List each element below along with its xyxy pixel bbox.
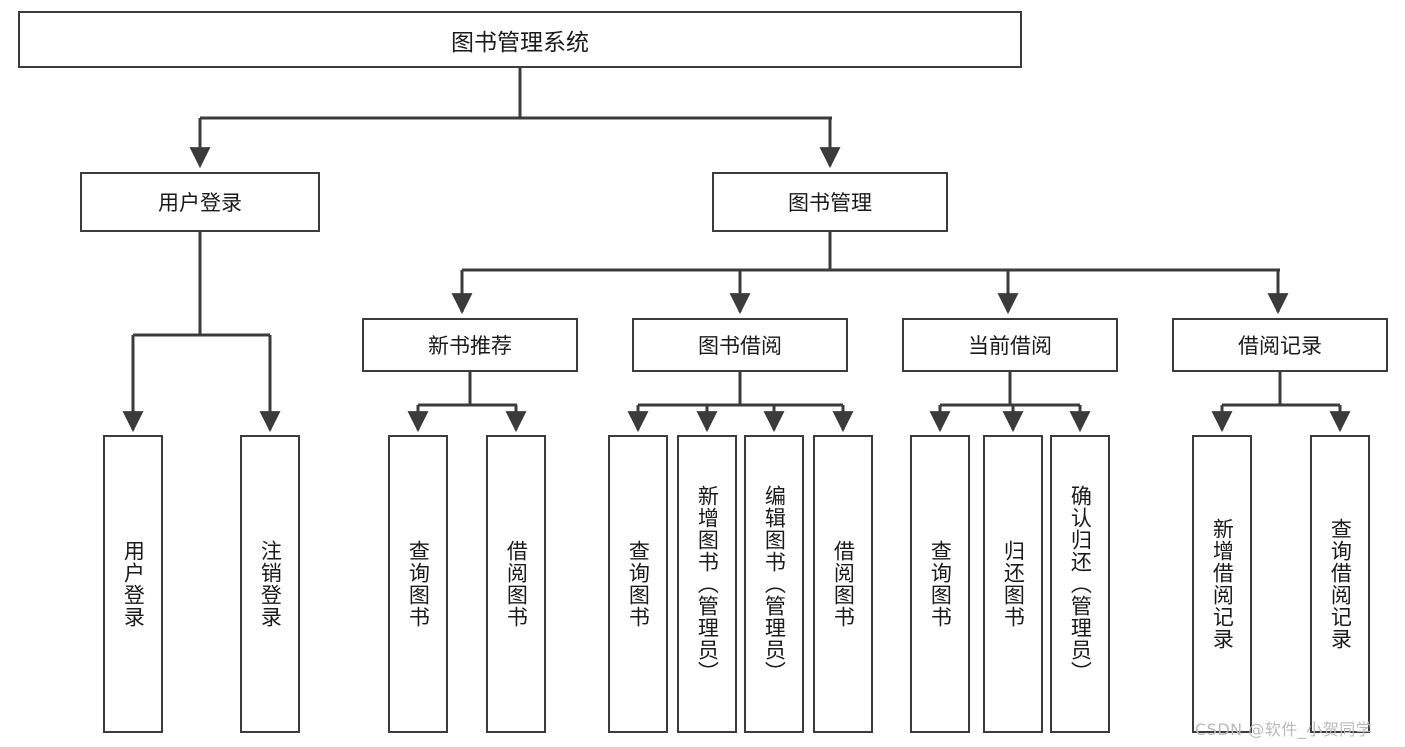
node-new-book-recommend-label: 新书推荐: [428, 334, 512, 358]
node-leaf-add-record[interactable]: 新增借阅记录: [1192, 435, 1252, 733]
node-leaf-query-book-2[interactable]: 查询图书: [608, 435, 668, 733]
node-root-label: 图书管理系统: [451, 29, 589, 56]
node-leaf-user-login-label: 用户登录: [121, 540, 146, 628]
node-current-borrow[interactable]: 当前借阅: [902, 318, 1118, 372]
node-leaf-logout[interactable]: 注销登录: [240, 435, 300, 733]
node-book-borrow-label: 图书借阅: [698, 334, 782, 358]
node-leaf-logout-label: 注销登录: [258, 540, 283, 628]
node-leaf-query-book-1-label: 查询图书: [406, 540, 431, 628]
node-leaf-borrow-book-2-label: 借阅图书: [831, 540, 856, 628]
node-leaf-edit-book-label: 编辑图书（管理员）: [762, 485, 787, 683]
node-leaf-confirm-return[interactable]: 确认归还（管理员）: [1050, 435, 1110, 733]
node-root[interactable]: 图书管理系统: [18, 11, 1022, 68]
node-leaf-borrow-book-2[interactable]: 借阅图书: [813, 435, 873, 733]
node-borrow-record-label: 借阅记录: [1238, 334, 1322, 358]
node-user-login[interactable]: 用户登录: [80, 172, 320, 232]
csdn-watermark: CSDN @软件_小贺同学: [1195, 720, 1373, 739]
node-leaf-user-login[interactable]: 用户登录: [103, 435, 163, 733]
node-leaf-return-book-label: 归还图书: [1001, 540, 1026, 628]
node-leaf-add-book-label: 新增图书（管理员）: [695, 485, 720, 683]
node-book-manage[interactable]: 图书管理: [712, 172, 948, 232]
node-current-borrow-label: 当前借阅: [968, 334, 1052, 358]
node-leaf-return-book[interactable]: 归还图书: [983, 435, 1043, 733]
node-leaf-borrow-book-1-label: 借阅图书: [504, 540, 529, 628]
node-user-login-label: 用户登录: [158, 191, 242, 215]
node-leaf-query-record-label: 查询借阅记录: [1328, 518, 1353, 650]
node-leaf-query-book-3[interactable]: 查询图书: [910, 435, 970, 733]
node-leaf-confirm-return-label: 确认归还（管理员）: [1068, 485, 1093, 683]
node-leaf-query-book-2-label: 查询图书: [626, 540, 651, 628]
node-leaf-query-book-3-label: 查询图书: [928, 540, 953, 628]
node-leaf-edit-book[interactable]: 编辑图书（管理员）: [744, 435, 804, 733]
node-new-book-recommend[interactable]: 新书推荐: [362, 318, 578, 372]
node-borrow-record[interactable]: 借阅记录: [1172, 318, 1388, 372]
node-book-borrow[interactable]: 图书借阅: [632, 318, 848, 372]
node-book-manage-label: 图书管理: [788, 191, 872, 215]
node-leaf-query-book-1[interactable]: 查询图书: [388, 435, 448, 733]
node-leaf-add-book[interactable]: 新增图书（管理员）: [677, 435, 737, 733]
node-leaf-query-record[interactable]: 查询借阅记录: [1310, 435, 1370, 733]
node-leaf-add-record-label: 新增借阅记录: [1210, 518, 1235, 650]
node-leaf-borrow-book-1[interactable]: 借阅图书: [486, 435, 546, 733]
